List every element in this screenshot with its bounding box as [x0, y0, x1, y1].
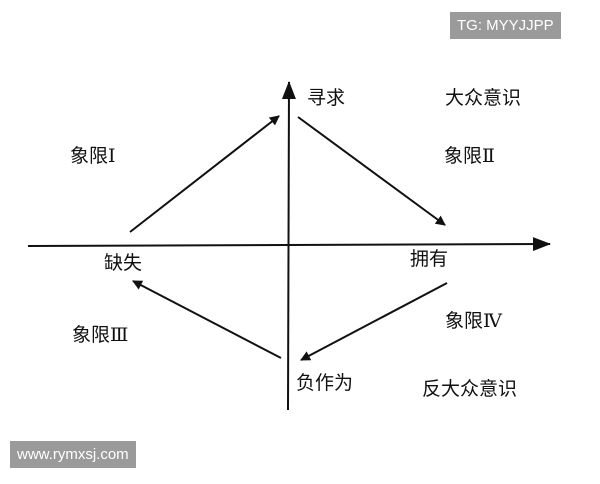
arrow-seek-to-possess	[297, 116, 446, 226]
label-negative-action: 负作为	[296, 372, 354, 394]
label-mass-consciousness: 大众意识	[445, 87, 522, 109]
label-anti-mass-consciousness: 反大众意识	[422, 378, 518, 400]
watermark-top-right: TG: MYYJJPP	[450, 12, 561, 39]
watermark-bottom-left: www.rymxsj.com	[10, 441, 136, 468]
label-seek: 寻求	[307, 87, 346, 109]
label-possess: 拥有	[410, 248, 449, 270]
arrow-possess-to-negative-action	[300, 282, 448, 361]
arrow-negative-action-to-lack	[132, 280, 282, 359]
label-lack: 缺失	[104, 252, 143, 274]
label-quadrant-4: 象限Ⅳ	[445, 310, 502, 332]
vertical-axis	[281, 81, 296, 411]
arrow-lack-to-seek	[129, 115, 280, 233]
label-quadrant-2: 象限Ⅱ	[444, 145, 495, 167]
label-quadrant-3: 象限Ⅲ	[72, 324, 129, 346]
label-quadrant-1: 象限Ⅰ	[70, 145, 116, 167]
